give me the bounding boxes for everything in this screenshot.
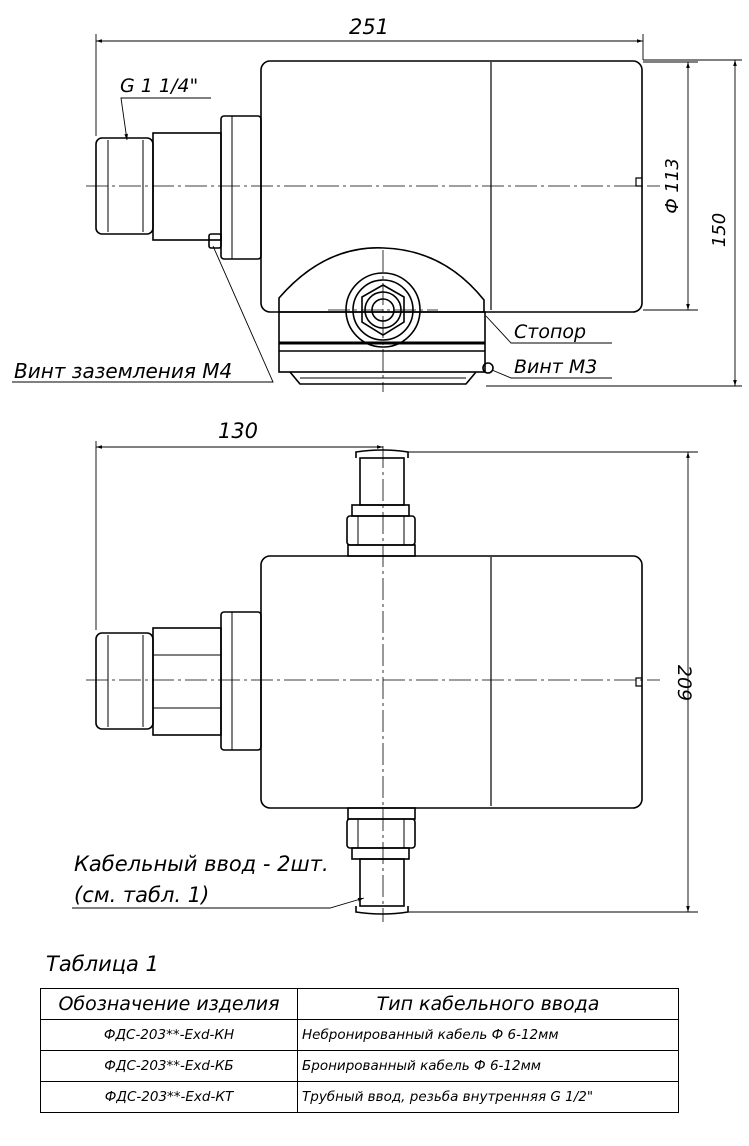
cell-designation: ФДС-203**-Exd-КБ: [40, 1050, 298, 1082]
housing-body: [260, 60, 643, 313]
dim-251: 251: [349, 15, 389, 39]
flange: [220, 115, 262, 260]
callout-cable-entry: Кабельный ввод - 2шт.: [74, 852, 329, 876]
housing-body-top: [260, 555, 643, 809]
table-header-row: Обозначение изделия Тип кабельного ввода: [40, 988, 679, 1020]
cable-entry-table: Обозначение изделия Тип кабельного ввода…: [40, 988, 679, 1113]
dim-130: 130: [218, 419, 258, 443]
cell-designation: ФДС-203**-Exd-КТ: [40, 1081, 298, 1113]
callout-grounding-screw: Винт заземления М4: [14, 359, 232, 383]
side-view-labels: 251 G 1 1/4" Ф 113 150 Винт заземления М…: [14, 15, 730, 383]
dim-209: 209: [673, 665, 695, 701]
table-row: ФДС-203**-Exd-КН Небронированный кабель …: [40, 1019, 679, 1051]
table-row: ФДС-203**-Exd-КТ Трубный ввод, резьба вн…: [40, 1081, 679, 1113]
cell-cable-type: Трубный ввод, резьба внутренняя G 1/2": [297, 1081, 679, 1113]
technical-drawing: 251 G 1 1/4" Ф 113 150 Винт заземления М…: [12, 15, 742, 922]
dim-thread: G 1 1/4": [120, 75, 198, 97]
side-view: [12, 34, 742, 392]
saddle: [278, 247, 485, 312]
header-designation: Обозначение изделия: [40, 988, 298, 1020]
top-view-labels: 130 209 Кабельный ввод - 2шт. (см. табл.…: [74, 419, 695, 907]
cell-cable-type: Бронированный кабель Ф 6-12мм: [297, 1050, 679, 1082]
connector-body: [152, 132, 222, 241]
top-view: [72, 441, 698, 922]
callout-stopper: Стопор: [514, 321, 586, 343]
cell-cable-type: Небронированный кабель Ф 6-12мм: [297, 1019, 679, 1051]
header-cable-type: Тип кабельного ввода: [297, 988, 679, 1020]
cell-designation: ФДС-203**-Exd-КН: [40, 1019, 298, 1051]
table-row: ФДС-203**-Exd-КБ Бронированный кабель Ф …: [40, 1050, 679, 1082]
callout-cable-entry-ref: (см. табл. 1): [74, 883, 209, 907]
dim-150: 150: [709, 213, 730, 247]
table-title: Таблица 1: [46, 952, 159, 976]
dim-diameter: Ф 113: [662, 158, 683, 214]
callout-screw-m3: Винт М3: [514, 356, 597, 378]
